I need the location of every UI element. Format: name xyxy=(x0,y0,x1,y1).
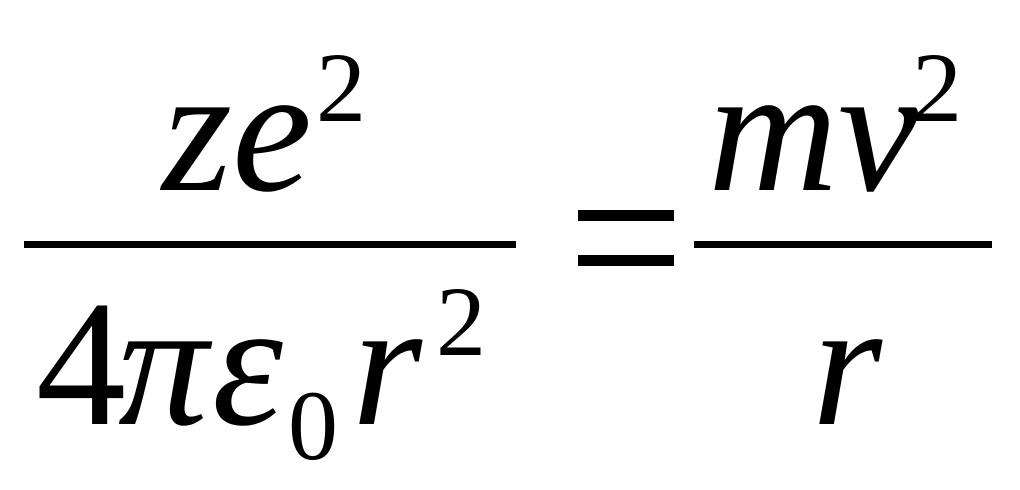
equals-sign-bottom-bar xyxy=(578,255,674,266)
rhs-numerator-superscript: 2 xyxy=(912,32,962,143)
rhs-numerator-base: mv xyxy=(708,30,918,229)
lhs-denominator-r: r xyxy=(352,264,423,463)
rhs-fraction-bar xyxy=(694,241,992,248)
lhs-numerator-base: ze xyxy=(162,30,312,229)
lhs-denominator-epsilon: ε xyxy=(212,264,283,463)
equals-sign-top-bar xyxy=(578,210,674,221)
lhs-denominator-pi: π xyxy=(118,264,209,463)
lhs-denominator-epsilon-subscript: 0 xyxy=(288,370,338,481)
lhs-denominator-coefficient: 4 xyxy=(36,264,126,463)
lhs-fraction-bar xyxy=(24,241,516,248)
rhs-denominator-r: r xyxy=(812,264,883,463)
lhs-denominator-r-superscript: 2 xyxy=(436,266,486,377)
lhs-numerator-superscript: 2 xyxy=(316,32,366,143)
